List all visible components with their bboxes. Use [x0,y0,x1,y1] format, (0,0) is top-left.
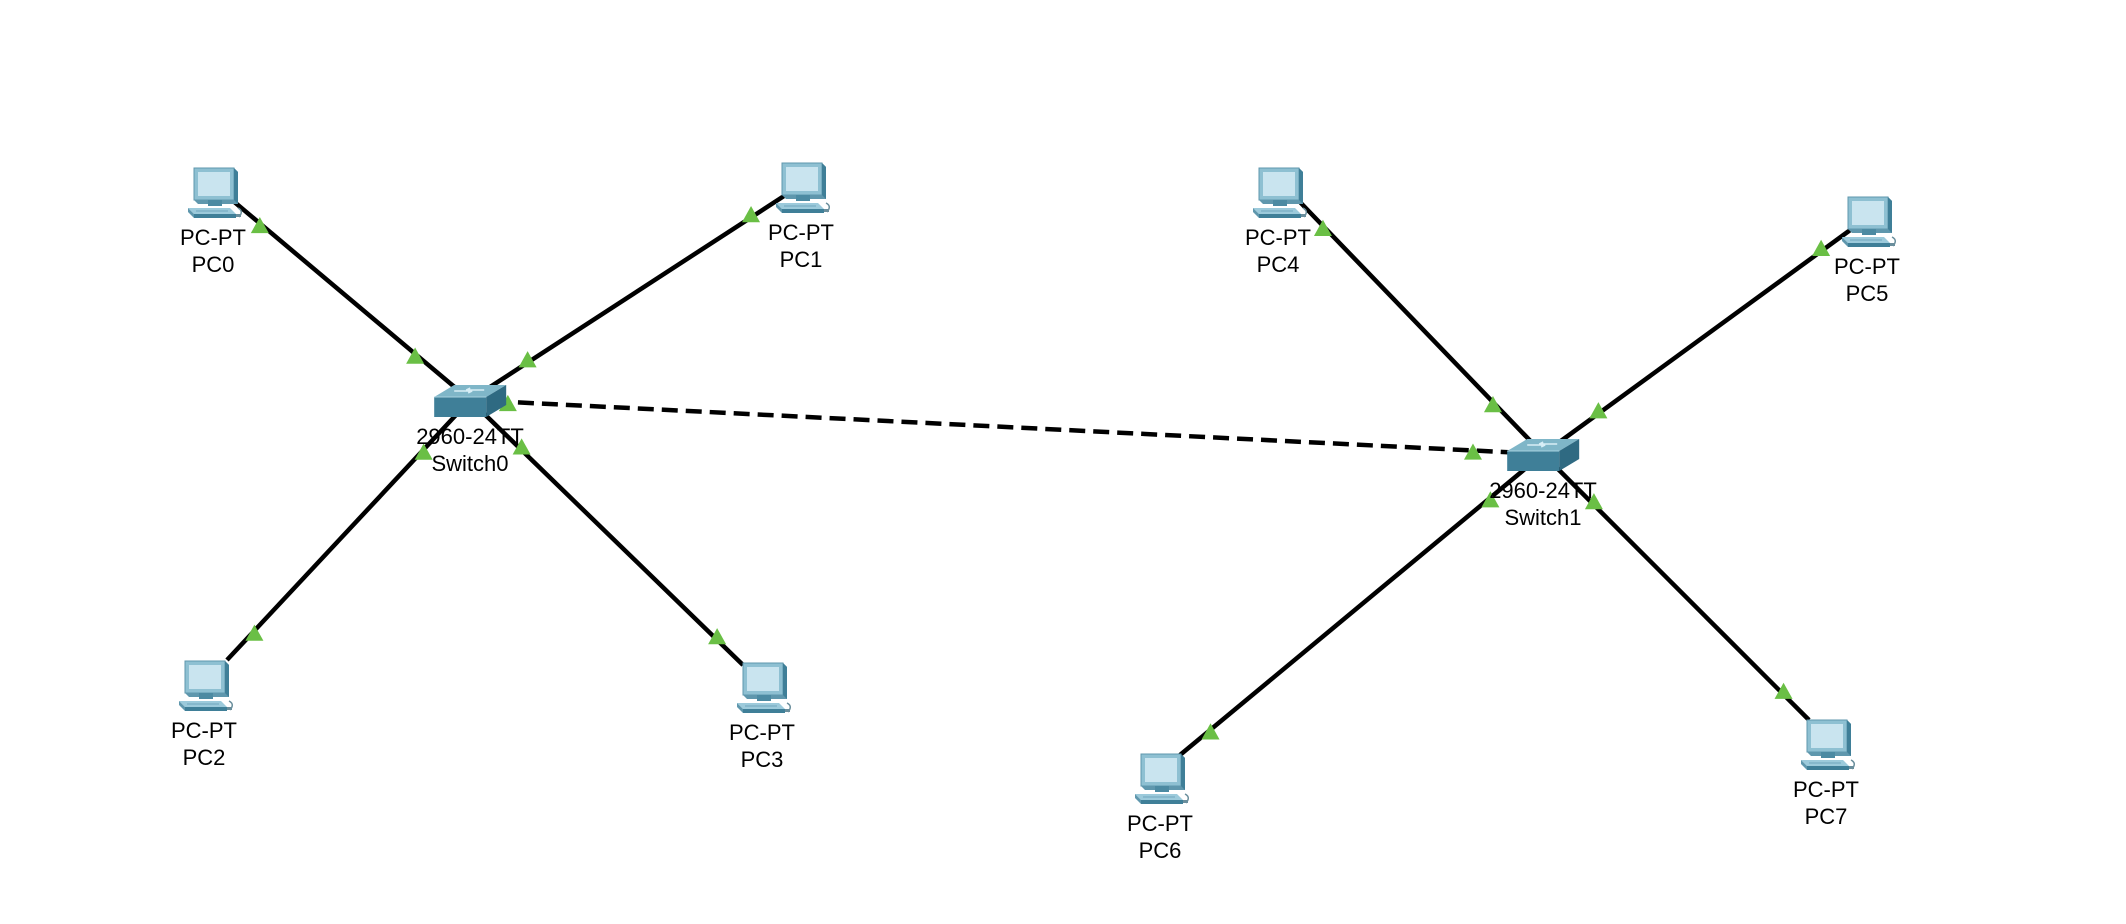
device-name-label: Switch0 [431,451,509,476]
pc-icon[interactable] [1249,164,1307,222]
device-name-label: Switch1 [1504,505,1582,530]
switch-icon[interactable] [432,381,508,421]
device-model-label: 2960-24TT [416,424,524,449]
device-model-label: PC-PT [1127,811,1193,836]
link-status-indicator-8-b [1463,443,1482,460]
link-pc6-switch1[interactable] [1178,452,1545,757]
link-status-indicator-8-a [498,394,517,412]
device-name-label: PC7 [1804,804,1848,829]
device-name-label: PC6 [1138,838,1182,863]
link-status-indicator-6-b [1481,491,1500,508]
link-status-indicator-4-a [1313,219,1332,236]
link-status-indicator-1-a [742,206,761,223]
device-model-label: PC-PT [768,220,834,245]
link-status-indicator-5-a [1812,239,1831,256]
pc-icon[interactable] [1131,750,1189,808]
device-model-label: PC-PT [1834,254,1900,279]
switch-icon[interactable] [1505,435,1581,475]
pc-icon[interactable] [1838,193,1896,251]
device-name-label: PC0 [191,252,235,277]
link-pc1-switch0[interactable] [468,194,786,402]
device-name-label: PC5 [1845,281,1889,306]
link-status-indicator-1-b [518,351,537,368]
pc-icon[interactable] [772,159,830,217]
device-model-label: 2960-24TT [1489,478,1597,503]
link-pc0-switch0[interactable] [230,198,472,402]
link-status-indicator-0-b [406,347,425,364]
pc-icon[interactable] [1797,716,1855,774]
device-model-label: PC-PT [1793,777,1859,802]
pc-icon[interactable] [184,164,242,222]
link-status-indicator-2-a [245,624,264,641]
device-model-label: PC-PT [180,225,246,250]
link-status-indicator-6-a [1201,723,1220,740]
device-model-label: PC-PT [1245,225,1311,250]
device-model-label: PC-PT [171,718,237,743]
link-status-indicator-4-b [1483,396,1502,413]
link-pc2-switch0[interactable] [225,398,472,662]
link-status-indicator-3-a [708,628,727,645]
device-model-label: PC-PT [729,720,795,745]
pc-icon[interactable] [733,659,791,717]
device-name-label: PC1 [779,247,823,272]
device-name-label: PC2 [182,745,226,770]
link-switch0-switch1[interactable] [469,397,1544,457]
link-pc5-switch1[interactable] [1541,226,1855,456]
link-status-indicator-7-a [1774,682,1793,699]
link-status-indicator-2-b [414,443,433,460]
device-name-label: PC4 [1256,252,1300,277]
link-pc3-switch0[interactable] [468,398,745,667]
link-status-indicator-7-b [1584,493,1603,510]
link-pc7-switch1[interactable] [1541,452,1811,722]
link-status-indicator-5-b [1589,402,1608,419]
device-name-label: PC3 [740,747,784,772]
link-status-indicator-0-a [250,216,269,234]
link-pc4-switch1[interactable] [1296,198,1545,456]
link-status-indicator-3-b [512,438,531,455]
pc-icon[interactable] [175,657,233,715]
